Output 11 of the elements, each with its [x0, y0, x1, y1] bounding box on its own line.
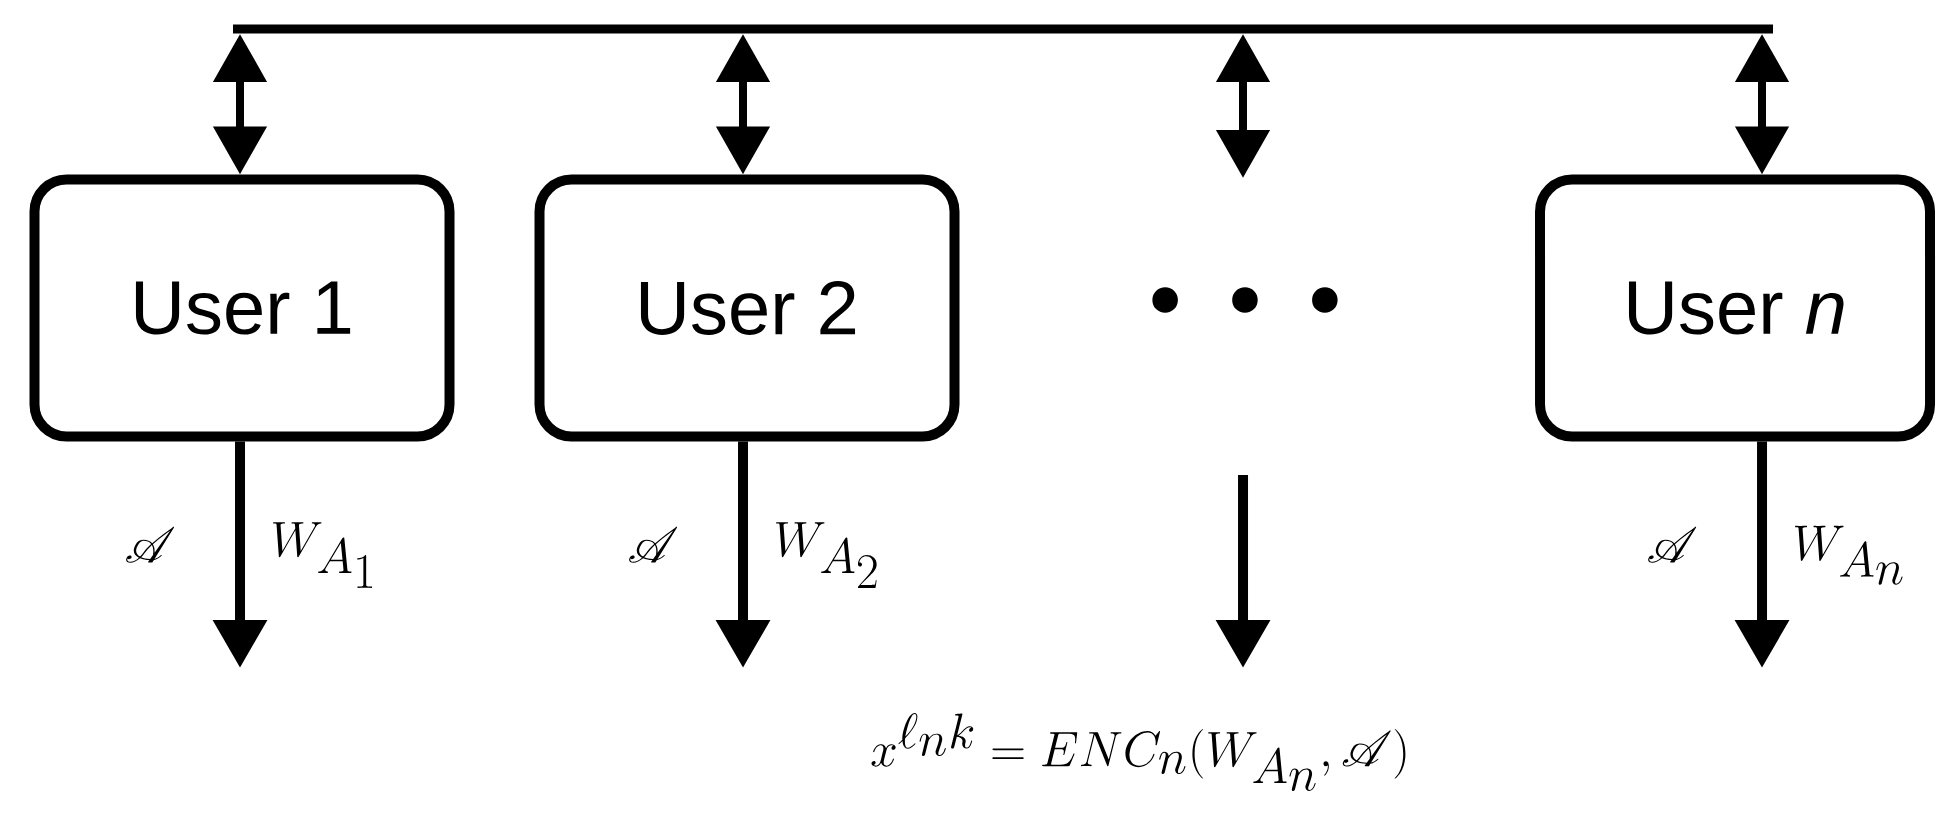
symbol-label: $\mathscr{A}$: [629, 526, 678, 563]
user-box: User 2: [534, 174, 960, 442]
edge-label: $W_{A_2}$: [776, 522, 877, 588]
user-box: User n: [1535, 174, 1936, 442]
symbol-label: $\mathscr{A}$: [126, 526, 175, 563]
formula: $x^{\ell_n k} = ENC_n(W_{A_n}, \mathscr{A})$: [871, 713, 1406, 791]
ellipsis-dots: • • •: [1152, 287, 1338, 313]
symbol-label: $\mathscr{A}$: [1648, 526, 1697, 563]
edge-label: $W_{A_1}$: [273, 522, 373, 588]
edge-label: $W_{A_n}$: [1795, 525, 1903, 585]
user-box: User 1: [29, 174, 455, 442]
